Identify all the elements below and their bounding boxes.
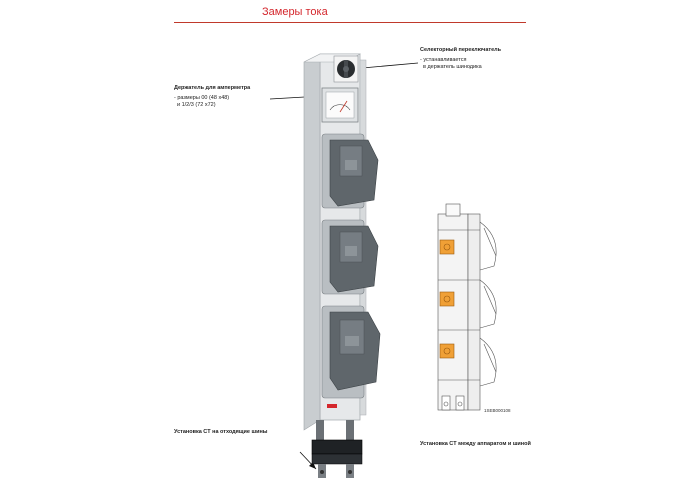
orange-ct-1 [439,239,455,255]
fuse-carrier-1 [321,133,379,209]
selector-callout-line2: в держатель шинодика [423,64,482,70]
drawing-code: 1SEB000108 [484,408,511,413]
technical-drawing [437,203,497,411]
ammeter-callout-line2: и 1/2/3 (72 х72) [177,102,216,108]
ammeter-icon [321,87,359,123]
orange-ct-2 [439,291,455,307]
title-divider [174,22,526,23]
brand-logo [327,404,337,408]
ct-outgoing-title: Установка CT на отходящие шины [174,429,268,435]
fuse-carrier-3 [321,305,381,399]
selector-switch-callout: Селекторный переключатель - устанавливае… [420,47,501,71]
ammeter-callout-title: Держатель для амперметра [174,85,251,91]
ct-between-title: Установка CT между аппаратом и шиной [420,441,531,447]
fuse-carrier-2 [321,219,379,295]
selector-callout-line1: - устанавливается [420,57,467,63]
selector-callout-line [361,62,419,69]
ct-between-callout: Установка CT между аппаратом и шиной [420,441,531,448]
ct-outgoing-callout: Установка CT на отходящие шины [174,429,267,436]
current-transformer-icon [311,420,363,478]
selector-switch-icon [333,55,359,83]
ct-arrowhead [309,462,316,469]
orange-ct-3 [439,343,455,359]
page-title: Замеры тока [262,6,328,18]
ammeter-holder-callout: Держатель для амперметра - размеры 00 (4… [174,85,250,109]
fuse-switch-disconnector [303,53,381,478]
selector-callout-title: Селекторный переключатель [420,47,502,53]
ammeter-callout-line1: - размеры 00 (48 х48) [174,95,230,101]
